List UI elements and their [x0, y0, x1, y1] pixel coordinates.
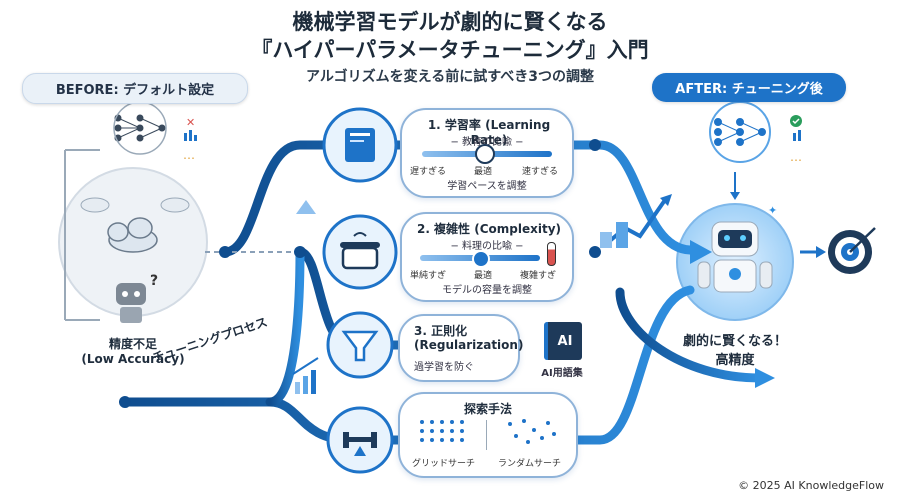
after-bar-icon	[793, 133, 796, 141]
clock-icon	[475, 144, 495, 164]
page-title: 機械学習モデルが劇的に賢くなる	[292, 10, 608, 34]
random-search-icon	[508, 419, 556, 444]
step-note: 過学習を防ぐ	[414, 362, 474, 373]
step-card-complexity: 2. 複雑性 (Complexity) − 料理の比喩 − 単純すぎ 最適 複雑…	[400, 212, 574, 302]
question-icon: ?	[150, 273, 158, 289]
step-title-line1: 3. 正則化	[414, 324, 468, 338]
after-label: AFTER: チューニング後	[652, 73, 846, 102]
page-title-line2: 『ハイパーパラメータチューニング』入門	[251, 38, 649, 62]
after-status-line1: 劇的に賢くなる！	[682, 334, 787, 349]
page-subtitle: アルゴリズムを変える前に試すべき3つの調整	[306, 69, 594, 85]
glossary-book-icon: AI	[544, 322, 582, 360]
dumbbell-icon	[343, 432, 377, 456]
after-status-line2: 高精度	[715, 353, 755, 368]
funnel-icon	[341, 330, 379, 362]
flow-arrow-bottom	[755, 368, 775, 388]
flow-arrow-after	[690, 240, 712, 264]
cloud-small-left	[80, 197, 110, 213]
bar-mini-icon	[184, 133, 187, 141]
cloud-icon	[107, 217, 158, 253]
slider-tick-simple: 単純すぎ	[410, 271, 447, 281]
after-network-ring	[709, 101, 771, 163]
cross-mark-icon: ✕	[186, 116, 195, 129]
step-title: 2. 複雑性 (Complexity)	[416, 222, 562, 236]
slider-tick-complex: 複雑すぎ	[520, 271, 557, 281]
before-status-line1: 精度不足	[108, 337, 157, 351]
glossary[interactable]: AI AI用語集	[532, 322, 592, 379]
thermometer-icon	[547, 242, 556, 266]
up-arrow-icon	[296, 200, 316, 214]
method-random: ランダムサーチ	[498, 459, 562, 469]
growth-chart-icon	[600, 194, 672, 248]
glossary-label: AI用語集	[541, 368, 583, 379]
copyright: © 2025 AI KnowledgeFlow	[738, 479, 884, 492]
before-status-line2: (Low Accuracy)	[81, 352, 185, 366]
step-analogy: − 教育の比喩 −	[450, 137, 524, 148]
grid-search-icon	[420, 420, 464, 442]
step-note: モデルの容量を調整	[442, 285, 532, 296]
sparkle-icon: ✦	[768, 204, 777, 217]
dots-icon: ⋯	[183, 151, 195, 165]
step-analogy: − 料理の比喩 −	[450, 241, 524, 252]
after-network-icon	[714, 118, 766, 146]
step-title: 探索手法	[463, 402, 512, 416]
flow-left-up	[265, 247, 305, 407]
flow-after-bottom	[615, 287, 765, 383]
step-card-learning-rate: 1. 学習率 (Learning Rate) − 教育の比喩 − 遅すぎる 最適…	[400, 108, 574, 198]
pot-icon	[340, 232, 380, 270]
mini-bar-chart-icon	[292, 357, 319, 394]
before-status: 精度不足 (Low Accuracy)	[68, 335, 198, 366]
flow-bottom	[120, 285, 695, 445]
before-label: BEFORE: デフォルト設定	[22, 73, 248, 104]
slider-tick-slow: 遅すぎる	[410, 167, 447, 177]
method-divider	[486, 420, 487, 450]
glossary-badge: AI	[557, 333, 573, 349]
step-title: 1. 学習率 (Learning Rate)	[427, 118, 551, 147]
step-card-search-methods: 探索手法 グリッドサーチ ランダムサーチ	[398, 392, 578, 478]
step-title-line2: (Regularization)	[414, 338, 524, 352]
step-card-regularization: 3. 正則化 (Regularization) 過学習を防ぐ	[398, 314, 524, 382]
method-grid: グリッドサーチ	[412, 459, 476, 469]
robot-confused-icon	[116, 283, 146, 323]
slider-tick-fast: 速すぎる	[522, 167, 559, 177]
robot-happy-icon	[697, 221, 773, 293]
after-status: 劇的に賢くなる！ 高精度	[660, 330, 810, 368]
slider-tick-optimal: 最適	[474, 271, 493, 281]
slider-handle	[472, 250, 490, 268]
step-note: 学習ペースを調整	[447, 181, 527, 192]
after-dots-icon: ⋯	[790, 153, 802, 167]
slider-tick-optimal: 最適	[474, 167, 493, 177]
target-icon	[828, 227, 876, 274]
cloud-small-right	[160, 197, 190, 213]
neural-network-icon	[114, 114, 166, 142]
left-bracket	[64, 149, 100, 321]
book-icon	[345, 128, 375, 162]
step-nodes	[322, 107, 398, 474]
